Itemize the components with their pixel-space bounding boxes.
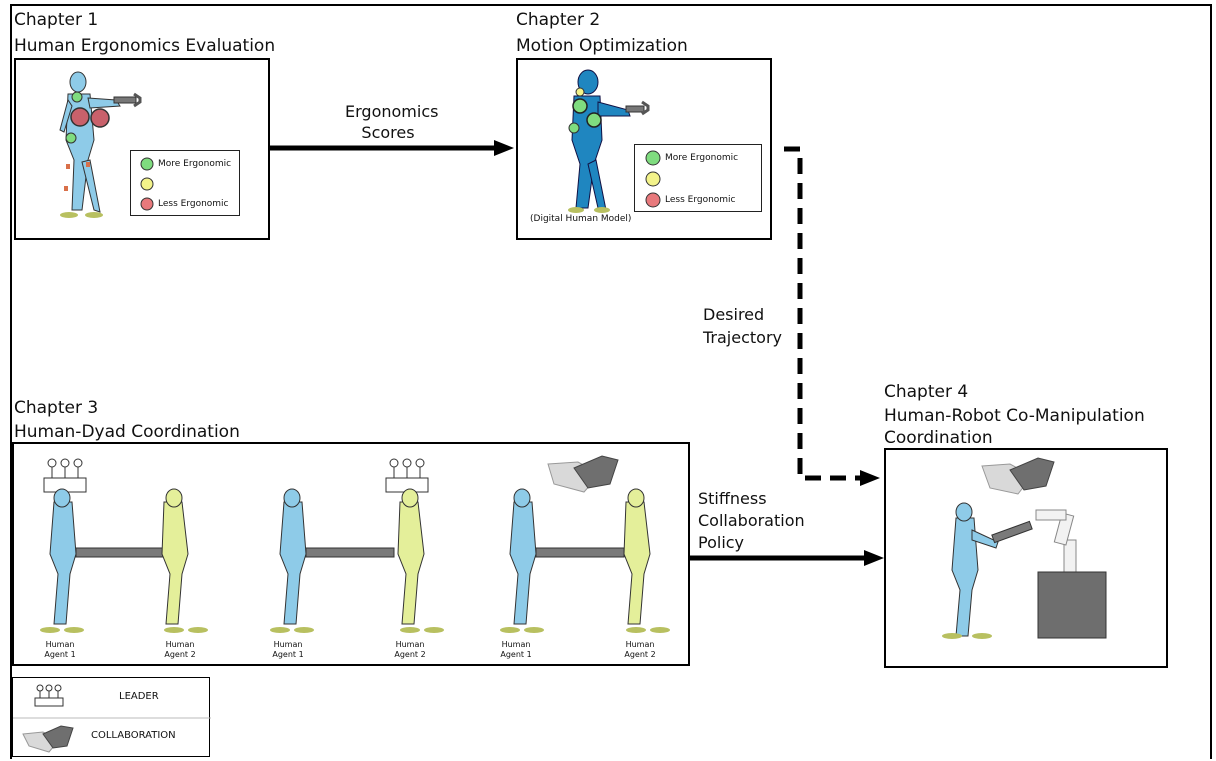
trajectory-label-1: Desired xyxy=(703,305,765,324)
ergonomics-label-2: Scores xyxy=(361,123,415,142)
dyad-scenes xyxy=(40,455,670,633)
chapter-1-panel: More Ergonomic Less Ergonomic xyxy=(14,58,270,240)
chapter-3-subtitle: Human-Dyad Coordination xyxy=(14,422,240,442)
agent-label: Human Agent 1 xyxy=(44,640,76,659)
handshake-icon xyxy=(981,457,1055,495)
legend-less-label: Less Ergonomic xyxy=(158,199,229,209)
agent-label: Human Agent 2 xyxy=(624,640,656,659)
stiffness-label-3: Policy xyxy=(698,533,745,552)
digital-human-caption: (Digital Human Model) xyxy=(530,214,632,224)
chapter-4-subtitle-2: Coordination xyxy=(884,428,993,448)
leader-icon xyxy=(43,458,87,493)
legend-more-label: More Ergonomic xyxy=(158,159,232,169)
robot-arm xyxy=(1035,509,1081,581)
chapter-2-panel: (Digital Human Model) More Ergonomic Les… xyxy=(516,58,772,240)
less-ergonomic-icon xyxy=(645,192,661,208)
outer-frame xyxy=(10,4,1212,759)
agent-label: Human Agent 2 xyxy=(394,640,426,659)
chapter-3-panel: Human Agent 1 Human Agent 2 Human Agent … xyxy=(12,442,690,666)
less-ergonomic-icon xyxy=(140,197,154,211)
neutral-ergonomic-icon xyxy=(645,171,661,187)
agent-label: Human Agent 2 xyxy=(164,640,196,659)
chapter-4-title: Chapter 4 xyxy=(884,382,969,402)
neutral-ergonomic-icon xyxy=(140,177,154,191)
leader-legend-label: LEADER xyxy=(119,691,159,702)
ergonomics-label-1: Ergonomics xyxy=(345,102,439,121)
chapter-1-subtitle: Human Ergonomics Evaluation xyxy=(14,36,276,56)
digital-human-figure xyxy=(568,69,650,213)
human-robot-scene xyxy=(942,457,1107,639)
stiffness-label-1: Stiffness xyxy=(698,489,767,508)
legend-less-label: Less Ergonomic xyxy=(665,195,736,205)
chapter-4-subtitle: Human-Robot Co-Manipulation xyxy=(884,406,1145,426)
agent-label: Human Agent 1 xyxy=(500,640,532,659)
more-ergonomic-icon xyxy=(140,157,154,171)
stiffness-label-2: Collaboration xyxy=(698,511,805,530)
chapter-2-title: Chapter 2 xyxy=(516,10,601,30)
chapter-3-title: Chapter 3 xyxy=(14,398,99,418)
leader-icon xyxy=(385,458,429,493)
leader-icon xyxy=(34,684,64,707)
ergonomic-legend-ch1: More Ergonomic Less Ergonomic xyxy=(130,150,240,216)
agent-label: Human Agent 1 xyxy=(272,640,304,659)
trajectory-label-2: Trajectory xyxy=(703,328,782,347)
box-object xyxy=(1037,571,1107,639)
legend-more-label: More Ergonomic xyxy=(665,153,739,163)
collaboration-legend-label: COLLABORATION xyxy=(91,730,176,741)
human-figure-ch1 xyxy=(59,71,142,218)
chapter-2-subtitle: Motion Optimization xyxy=(516,36,688,56)
ergonomic-legend-ch2: More Ergonomic Less Ergonomic xyxy=(634,144,762,212)
icon-legend: LEADER COLLABORATION xyxy=(12,677,211,757)
handshake-icon xyxy=(22,725,74,753)
handshake-icon xyxy=(547,455,619,493)
chapter-1-title: Chapter 1 xyxy=(14,10,99,30)
more-ergonomic-icon xyxy=(645,150,661,166)
chapter-4-panel xyxy=(884,448,1168,668)
